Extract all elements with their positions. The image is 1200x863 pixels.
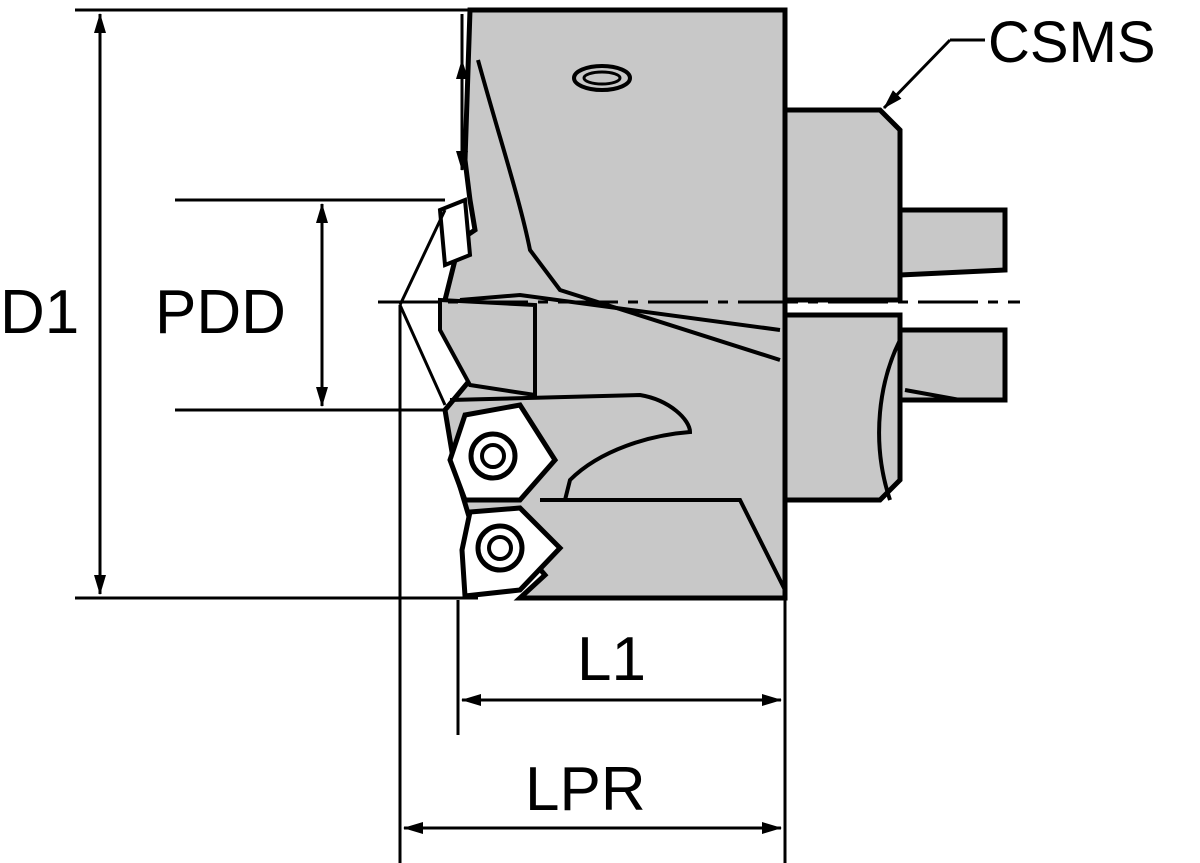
- insert-upper-seat: [437, 197, 473, 268]
- shank-collar: [782, 107, 903, 303]
- dimension-d1: D1: [0, 8, 478, 600]
- insert-lower: [459, 505, 564, 599]
- insert-mid-seat: [438, 297, 537, 398]
- insert-upper: [447, 402, 559, 503]
- tip-lines: [398, 209, 447, 406]
- flute-mid: [459, 292, 781, 332]
- dimension-lpr: LPR: [398, 305, 782, 863]
- l1-label: L1: [577, 625, 646, 694]
- flute-upper: [476, 59, 781, 362]
- shank-pin-upper: [897, 207, 1008, 278]
- dimension-l1: L1: [456, 600, 787, 863]
- flute-lower: [449, 392, 693, 501]
- leader-csms: CSMS: [882, 10, 1156, 110]
- pdd-label: PDD: [155, 278, 286, 347]
- lpr-label: LPR: [525, 755, 646, 824]
- shank-pin-lower: [897, 327, 1008, 403]
- d1-label: D1: [0, 278, 79, 347]
- csms-label: CSMS: [988, 10, 1156, 75]
- shank-collar-lower: [782, 312, 903, 503]
- flute-bottom: [540, 498, 787, 591]
- shank-curve: [877, 339, 902, 501]
